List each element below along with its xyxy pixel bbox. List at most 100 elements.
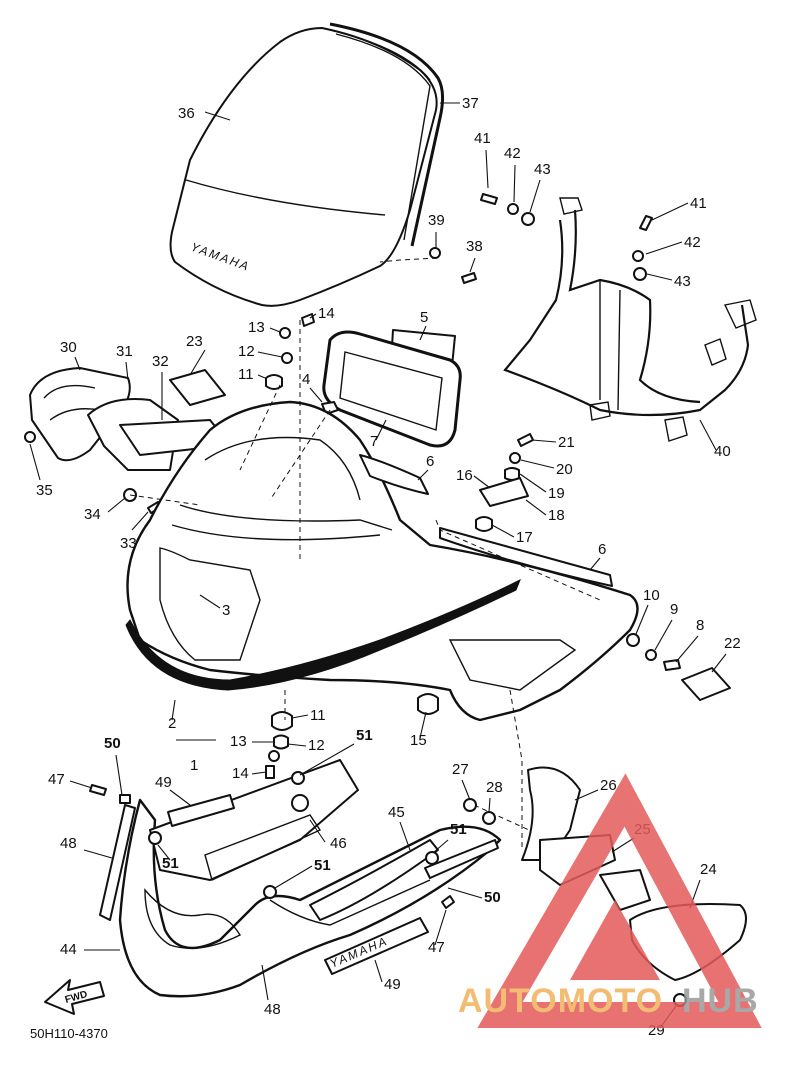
callout-c48b: 48 — [264, 1001, 281, 1018]
leader-line-c51c — [157, 844, 171, 861]
leader-line-c19 — [519, 473, 547, 493]
leader-line-c42a — [513, 164, 516, 203]
leader-line-c49b — [374, 959, 383, 983]
leader-line-c2 — [171, 699, 176, 721]
callout-c30: 30 — [60, 339, 77, 356]
leader-line-c36 — [204, 111, 231, 121]
leader-line-c5 — [419, 325, 427, 341]
hardware-upper — [429, 193, 653, 284]
leader-line-c3 — [199, 594, 221, 609]
callout-c43b: 43 — [674, 273, 691, 290]
windshield: YAMAHA — [169, 27, 438, 307]
callout-c12b: 12 — [308, 737, 325, 754]
callout-c18: 18 — [548, 507, 565, 524]
callout-c19: 19 — [548, 485, 565, 502]
callout-c11b: 11 — [310, 707, 326, 724]
callout-c20: 20 — [556, 461, 573, 478]
leader-line-c51b — [433, 839, 449, 853]
leader-line-c35 — [29, 443, 41, 481]
callout-c41b: 41 — [690, 195, 707, 212]
leader-line-c43b — [646, 273, 673, 281]
callout-c49b: 49 — [384, 976, 401, 993]
leader-line-c41a — [485, 149, 489, 189]
callout-c14b: 14 — [232, 765, 249, 782]
leader-line-c51d — [274, 865, 313, 889]
callout-c43a: 43 — [534, 161, 551, 178]
callout-c37: 37 — [462, 95, 479, 112]
callout-c13a: 13 — [248, 319, 265, 336]
leader-line-c10 — [635, 604, 649, 635]
callout-c38: 38 — [466, 238, 483, 255]
watermark-triangle-outer — [477, 773, 762, 1028]
callout-c22: 22 — [724, 635, 741, 652]
strip-50b — [424, 839, 499, 879]
leader-line-c27 — [461, 779, 471, 801]
callout-c51c: 51 — [162, 855, 179, 872]
leader-line-c42b — [645, 241, 683, 255]
callout-c8: 8 — [696, 617, 704, 634]
callout-c12a: 12 — [238, 343, 255, 360]
leader-line-c12b — [287, 743, 307, 747]
leader-line-c18 — [525, 499, 547, 516]
callout-c27: 27 — [452, 761, 469, 778]
leader-line-c47b — [434, 909, 447, 946]
callout-c21: 21 — [558, 434, 575, 451]
callout-c51a: 51 — [356, 727, 373, 744]
strip-6b — [439, 527, 613, 587]
callout-c15: 15 — [410, 732, 427, 749]
callout-c51d: 51 — [314, 857, 331, 874]
leader-line-c34 — [107, 497, 126, 513]
leader-line-c14b — [251, 771, 267, 775]
callout-c17: 17 — [516, 529, 533, 546]
leader-line-c38 — [469, 257, 476, 273]
callout-c47a: 47 — [48, 771, 65, 788]
callout-c47b: 47 — [428, 939, 445, 956]
leader-line-c14a — [309, 313, 317, 319]
callout-c32: 32 — [152, 353, 169, 370]
callout-c4: 4 — [302, 371, 310, 388]
callout-c24: 24 — [700, 861, 717, 878]
leader-line-c21 — [531, 439, 557, 443]
leader-line-c15 — [419, 711, 427, 739]
callout-c49a: 49 — [155, 774, 172, 791]
callout-c51b: 51 — [450, 821, 467, 838]
callout-c13b: 13 — [230, 733, 247, 750]
leader-line-c16 — [473, 475, 491, 489]
emblem-49a — [167, 794, 235, 827]
callout-c42a: 42 — [504, 145, 521, 162]
watermark-text-grey: HUB — [682, 982, 759, 1020]
leader-line-c43a — [529, 179, 541, 213]
leader-line-c51a — [299, 743, 355, 776]
callout-c40: 40 — [714, 443, 731, 460]
callout-c33: 33 — [120, 535, 137, 552]
callout-c26: 26 — [600, 777, 617, 794]
side-panel — [309, 839, 439, 921]
bracket-25b — [599, 869, 651, 911]
callout-c46: 46 — [330, 835, 347, 852]
leader-line-c47a — [69, 780, 93, 789]
leader-line-c41b — [651, 202, 689, 221]
diagram-code: 50H110-4370 — [30, 1026, 108, 1041]
emblem-49b — [324, 917, 429, 975]
lower-cowling — [118, 798, 502, 998]
leader-line-c46 — [309, 819, 326, 843]
leader-line-c50a — [115, 754, 123, 796]
leader-lines — [29, 102, 727, 1029]
callout-c45: 45 — [388, 804, 405, 821]
leader-line-c31 — [125, 361, 129, 381]
leader-line-c28 — [488, 797, 491, 813]
leader-line-c50b — [447, 887, 483, 899]
leader-line-c33 — [131, 511, 149, 531]
leader-line-c48b — [261, 964, 269, 1001]
leader-line-c25 — [611, 837, 635, 853]
hardware-mid — [265, 313, 339, 415]
automotohub-watermark: AUTOMOTO HUB — [458, 773, 762, 1028]
screw-35 — [24, 431, 36, 443]
callout-c6a: 6 — [426, 453, 434, 470]
callout-c39: 39 — [428, 212, 445, 229]
mounting-stay — [503, 197, 757, 442]
leader-line-c26 — [574, 789, 599, 801]
strip-48a — [99, 804, 136, 921]
